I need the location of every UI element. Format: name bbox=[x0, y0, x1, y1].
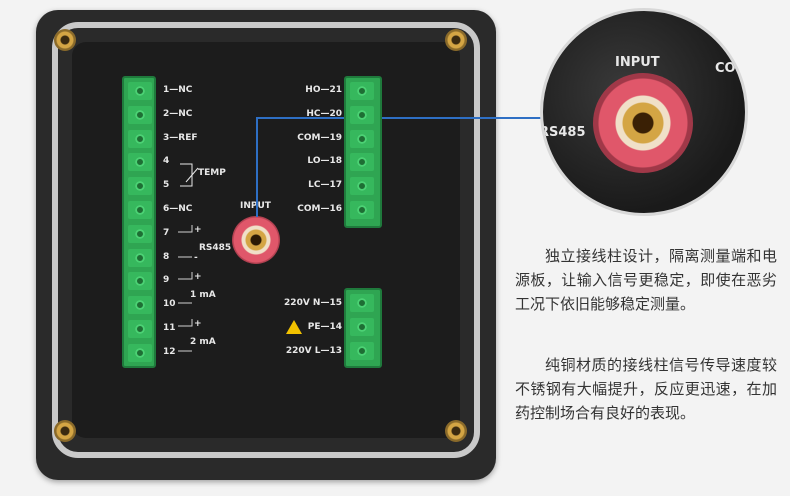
left-terminal-label: 1—NC bbox=[163, 85, 193, 95]
terminal-screw bbox=[128, 82, 152, 100]
terminal-screw bbox=[128, 153, 152, 172]
temp-label: TEMP bbox=[198, 168, 226, 178]
description-para-1: 独立接线柱设计，隔离测量端和电源板，让输入信号更稳定，即使在恶劣工况下依旧能够稳… bbox=[515, 247, 777, 313]
terminal-screw bbox=[350, 82, 374, 100]
terminal-screw bbox=[350, 317, 374, 336]
terminal-screw bbox=[350, 341, 374, 360]
zoom-inset: INPUT CO RS485 bbox=[540, 8, 748, 216]
input-label: INPUT bbox=[240, 201, 271, 211]
left-terminal-label: 10 bbox=[163, 299, 176, 310]
right-terminal-label: COM—16 bbox=[297, 204, 342, 214]
minus-sign-rs485: - bbox=[194, 253, 198, 263]
terminal-screw bbox=[128, 201, 152, 219]
screw-top-left bbox=[54, 29, 76, 51]
terminal-screw bbox=[350, 105, 374, 124]
power-terminal-label: PE—14 bbox=[307, 321, 342, 332]
terminal-screw bbox=[128, 272, 152, 291]
right-terminal-label: LO—18 bbox=[307, 156, 342, 167]
terminal-screw bbox=[350, 153, 374, 172]
2ma-label: 2 mA bbox=[190, 337, 216, 347]
right-terminal-label: LC—17 bbox=[308, 180, 342, 191]
screw-bottom-right bbox=[445, 420, 467, 442]
leader-line-vertical bbox=[256, 117, 258, 217]
zoom-input-connector bbox=[593, 73, 693, 173]
terminal-screw bbox=[128, 105, 152, 124]
left-terminal-label: 3—REF bbox=[163, 132, 198, 143]
zoom-com-label: CO bbox=[715, 61, 736, 76]
right-terminal-label: COM—19 bbox=[297, 132, 342, 143]
left-terminal-label: 6—NC bbox=[163, 204, 193, 214]
rs485-label: RS485 bbox=[199, 243, 232, 253]
terminal-screw bbox=[128, 248, 152, 267]
left-terminal-label: 9 bbox=[163, 275, 170, 286]
left-terminal-block bbox=[122, 76, 156, 368]
screw-top-right bbox=[445, 29, 467, 51]
terminal-screw bbox=[350, 201, 374, 219]
enclosure-gasket bbox=[52, 22, 480, 458]
power-terminal-label: 220V L—13 bbox=[285, 345, 342, 356]
left-terminal-label: 2—NC bbox=[163, 108, 193, 119]
warning-icon bbox=[286, 320, 302, 334]
terminal-screw bbox=[350, 177, 374, 196]
terminal-screw bbox=[128, 177, 152, 196]
plus-sign-2ma: + bbox=[194, 319, 202, 329]
zoom-rs485-label: RS485 bbox=[540, 125, 586, 140]
terminal-screw bbox=[128, 129, 152, 148]
terminal-screw bbox=[128, 296, 152, 315]
power-terminal-label: 220V N—15 bbox=[284, 298, 342, 308]
plus-sign-1ma: + bbox=[194, 272, 202, 282]
left-terminal-label: 8 bbox=[163, 251, 170, 262]
terminal-screw bbox=[128, 224, 152, 243]
right-bottom-terminal-block bbox=[344, 288, 382, 368]
zoom-input-label: INPUT bbox=[615, 55, 660, 70]
left-terminal-label: 7 bbox=[163, 227, 170, 238]
terminal-screw bbox=[128, 343, 152, 362]
terminal-screw bbox=[350, 294, 374, 312]
leader-line-horizontal bbox=[256, 117, 636, 119]
left-terminal-label: 5 bbox=[163, 180, 170, 191]
plus-sign-rs485: + bbox=[194, 225, 202, 235]
right-terminal-label: HO—21 bbox=[305, 85, 342, 95]
1ma-label: 1 mA bbox=[190, 290, 216, 300]
terminal-screw bbox=[350, 129, 374, 148]
left-terminal-label: 4 bbox=[163, 156, 170, 167]
bracket-lines bbox=[178, 225, 193, 352]
description-para-2: 纯铜材质的接线柱信号传导速度较不锈钢有大幅提升，反应更迅速，在加药控制场合有良好… bbox=[515, 356, 777, 422]
input-connector bbox=[232, 216, 280, 264]
terminal-screw bbox=[128, 320, 152, 338]
left-terminal-label: 12 bbox=[163, 346, 176, 357]
thermistor-symbol bbox=[180, 163, 199, 187]
right-terminal-label: HC—20 bbox=[306, 108, 342, 119]
left-terminal-label: 11 bbox=[163, 323, 176, 333]
right-top-terminal-block bbox=[344, 76, 382, 228]
screw-bottom-left bbox=[54, 420, 76, 442]
